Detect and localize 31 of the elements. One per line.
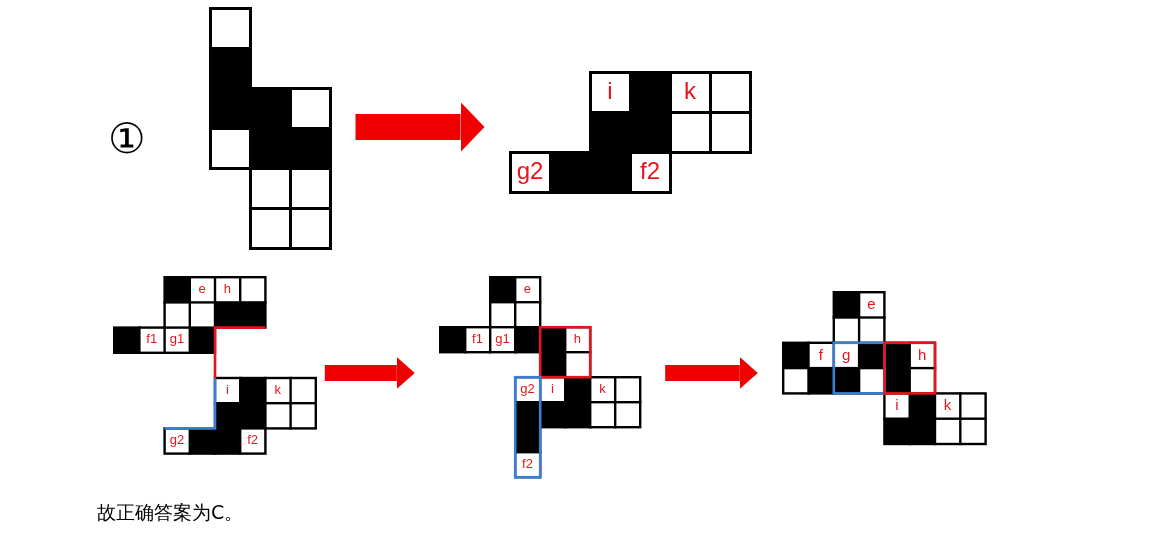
cell-letter: g2 (168, 433, 186, 447)
cell-letter: i (606, 79, 614, 103)
cell-letter: g1 (168, 332, 186, 346)
cell-letter: f (817, 346, 825, 362)
answer-text: 故正确答案为C。 (97, 502, 244, 523)
cell-letter: h (222, 282, 232, 296)
cell-letter: g (841, 346, 852, 362)
arrow (665, 357, 758, 389)
cell-letter: g2 (519, 382, 536, 395)
cell-letter: f2 (639, 159, 661, 183)
cell-letter: k (942, 397, 953, 413)
cell-letter: f2 (246, 433, 259, 447)
cell-letter: i (894, 397, 900, 413)
cell-letter: e (197, 282, 207, 296)
arrow (324, 357, 415, 389)
cell-letter: h (916, 346, 928, 362)
cell-letter: g2 (515, 159, 545, 183)
cell-letter: f2 (521, 457, 534, 470)
cell-letter: i (550, 382, 555, 395)
cell-letter: e (866, 296, 877, 312)
cell-letter: g1 (494, 332, 511, 345)
cell-letter: f1 (471, 332, 484, 345)
cell-letter: i (224, 382, 230, 396)
cell-letter: k (273, 382, 283, 396)
cell-letter: f1 (145, 332, 159, 346)
circled-number: ① (108, 118, 146, 160)
arrow (355, 102, 485, 152)
cell-letter: k (598, 382, 607, 395)
cell-letter: h (572, 332, 583, 345)
cell-letter: k (683, 79, 697, 103)
cell-letter: e (522, 282, 533, 295)
